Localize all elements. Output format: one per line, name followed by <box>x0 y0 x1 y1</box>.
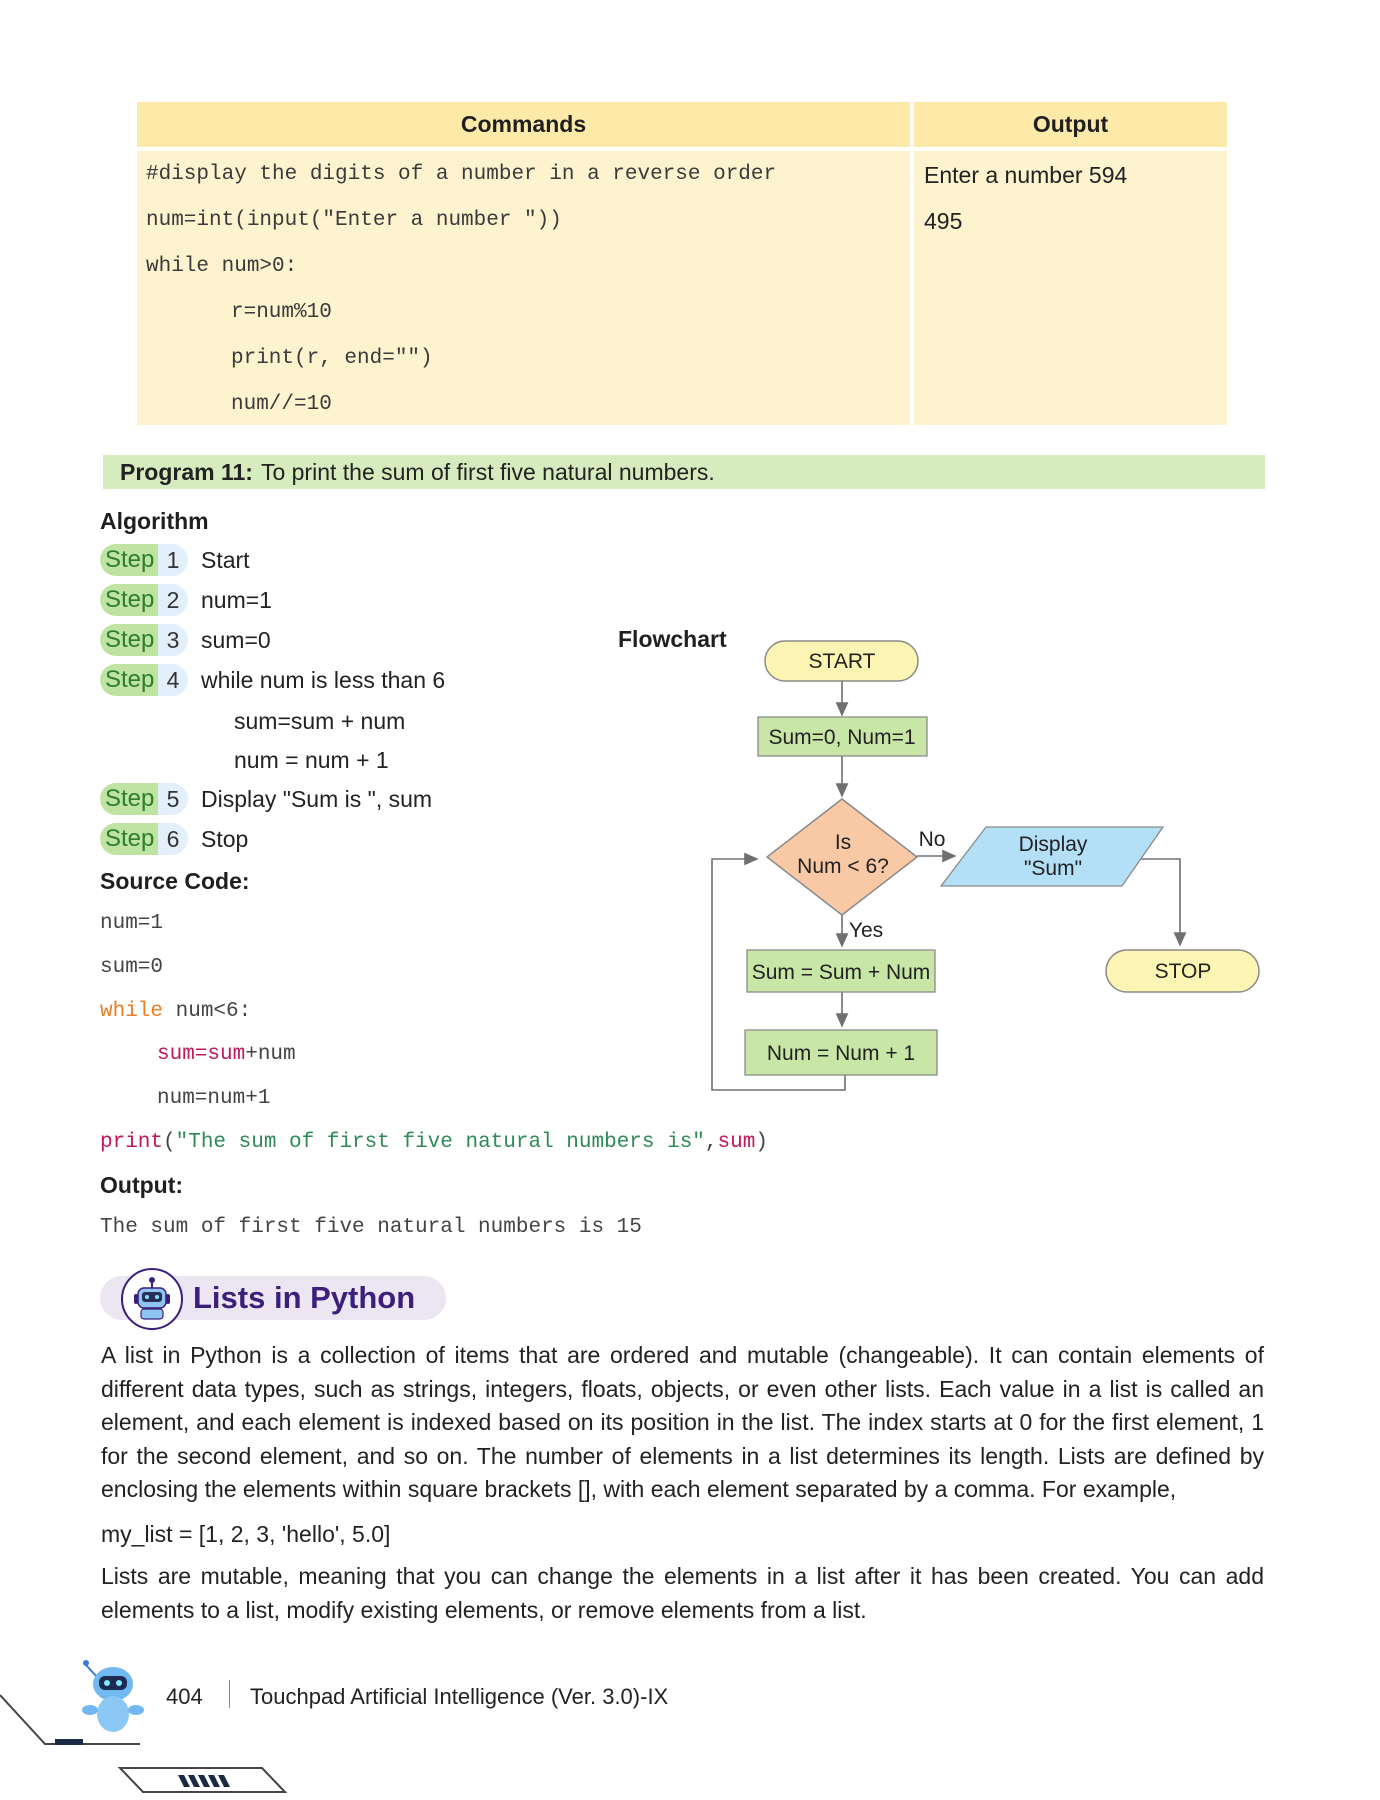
footer-divider <box>229 1680 230 1708</box>
flowchart-heading: Flowchart <box>618 626 727 652</box>
output-line: Enter a number 594 <box>924 162 1128 188</box>
sum-assign: sum=sum <box>157 1043 246 1066</box>
flow-stop-terminal <box>1105 949 1260 993</box>
step-number: 2 <box>158 584 188 616</box>
flow-decision-line1: Is <box>835 831 851 854</box>
output-line: 495 <box>924 208 963 234</box>
source-code-heading: Source Code: <box>100 868 250 894</box>
step-label: Step <box>100 664 158 696</box>
flow-start-label: START <box>809 650 876 673</box>
lists-paragraph-1: A list in Python is a collection of item… <box>101 1342 1264 1502</box>
code-line: num//=10 <box>231 393 332 416</box>
sum-expr: +num <box>245 1043 296 1066</box>
step-number: 1 <box>158 544 188 576</box>
output-heading: Output: <box>100 1172 184 1198</box>
step-text: sum=0 <box>201 626 271 653</box>
algorithm-step: Step 3 sum=0 <box>100 624 271 656</box>
robot-icon <box>121 1268 183 1330</box>
flow-stop-label: STOP <box>1155 960 1212 983</box>
flow-start-terminal <box>764 640 919 682</box>
step-label: Step <box>100 584 158 616</box>
while-keyword: while <box>100 1000 164 1023</box>
step-text: Start <box>201 546 250 573</box>
flow-num-label: Num = Num + 1 <box>767 1042 915 1065</box>
step-number: 6 <box>158 823 188 855</box>
program-title: To print the sum of first five natural n… <box>260 458 715 485</box>
flow-decision <box>765 798 919 916</box>
step-label: Step <box>100 544 158 576</box>
output-cell: Enter a number 594 495 <box>914 151 1227 425</box>
algorithm-step: Step 6 Stop <box>100 823 248 855</box>
algorithm-step: Step 4 while num is less than 6 <box>100 664 445 696</box>
step-label: Step <box>100 624 158 656</box>
code-line: #display the digits of a number in a rev… <box>146 163 777 186</box>
print-string: "The sum of first five natural numbers i… <box>175 1131 705 1154</box>
flow-decision-line2: Num < 6? <box>797 855 889 878</box>
source-line: num=1 <box>100 912 164 935</box>
print-paren: ) <box>755 1131 768 1154</box>
algorithm-step: Step 2 num=1 <box>100 584 272 616</box>
source-line: sum=sum+num <box>157 1043 296 1066</box>
flow-init-process <box>757 716 928 757</box>
commands-header: Commands <box>137 102 910 147</box>
page-number: 404 <box>166 1684 203 1709</box>
flow-display-line2: "Sum" <box>1024 857 1082 880</box>
code-line: r=num%10 <box>231 301 332 324</box>
step-text: Display "Sum is ", sum <box>201 785 433 812</box>
source-line: num=num+1 <box>157 1087 271 1110</box>
algorithm-step: Step 1 Start <box>100 544 250 576</box>
book-title: Touchpad Artificial Intelligence (Ver. 3… <box>250 1684 669 1709</box>
algorithm-heading: Algorithm <box>100 508 209 534</box>
code-line: print(r, end="") <box>231 347 433 370</box>
flow-display-io <box>939 826 1165 887</box>
output-header: Output <box>914 102 1227 147</box>
step-number: 5 <box>158 783 188 815</box>
footer-decoration <box>0 1694 288 1793</box>
source-line: while num<6: <box>100 1000 251 1023</box>
step-number: 4 <box>158 664 188 696</box>
step-text: while num is less than 6 <box>201 666 446 693</box>
lists-example: my_list = [1, 2, 3, 'hello', 5.0] <box>101 1521 391 1547</box>
commands-table: Commands Output #display the digits of a… <box>137 102 1227 425</box>
code-line: num=int(input("Enter a number ")) <box>146 209 562 232</box>
step-label: Step <box>100 783 158 815</box>
source-line: print("The sum of first five natural num… <box>100 1131 768 1154</box>
step-text: num=1 <box>201 586 272 613</box>
flow-sum-process <box>746 949 936 993</box>
step-number: 3 <box>158 624 188 656</box>
step-label: Step <box>100 823 158 855</box>
flow-num-process <box>744 1029 938 1076</box>
commands-cell: #display the digits of a number in a rev… <box>137 151 910 425</box>
flow-no-label: No <box>919 828 946 851</box>
while-condition: num<6: <box>163 1000 252 1023</box>
robot-mascot-icon <box>82 1660 144 1732</box>
algorithm-subline: num = num + 1 <box>234 747 389 773</box>
flow-display-line1: Display <box>1019 833 1088 856</box>
flow-sum-label: Sum = Sum + Num <box>752 961 931 984</box>
program-label: Program 11: <box>120 458 253 485</box>
lists-title: Lists in Python <box>193 1280 416 1315</box>
code-line: while num>0: <box>146 255 298 278</box>
flow-init-label: Sum=0, Num=1 <box>768 726 915 749</box>
output-text: The sum of first five natural numbers is… <box>100 1216 642 1239</box>
print-var: sum <box>717 1131 756 1154</box>
print-comma: , <box>704 1131 718 1154</box>
print-keyword: print <box>100 1131 164 1154</box>
flow-yes-label: Yes <box>849 919 883 942</box>
program-banner: Program 11: To print the sum of first fi… <box>103 455 1265 489</box>
source-line: sum=0 <box>100 956 164 979</box>
algorithm-subline: sum=sum + num <box>234 708 406 734</box>
print-paren: ( <box>163 1131 176 1154</box>
lists-paragraph-2: Lists are mutable, meaning that you can … <box>101 1563 1264 1623</box>
step-text: Stop <box>201 825 249 852</box>
algorithm-step: Step 5 Display "Sum is ", sum <box>100 783 432 815</box>
